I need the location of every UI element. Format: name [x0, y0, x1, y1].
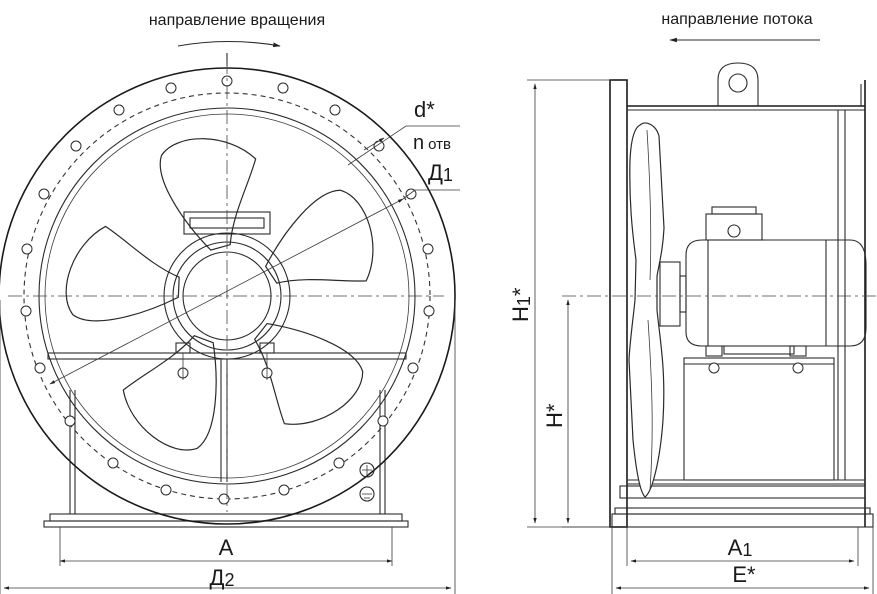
dimension-H — [562, 299, 612, 528]
side-blade-profile — [628, 122, 665, 498]
dimension-A — [59, 527, 393, 566]
dimension-E — [611, 527, 874, 594]
dimension-D1-label: Д1 — [428, 160, 453, 185]
side-motor — [659, 206, 867, 355]
dimension-H1 — [527, 79, 612, 528]
dimension-D1-line — [49, 198, 404, 385]
rotation-direction-caption: направление вращения — [149, 12, 325, 29]
dimension-D2-label: Д2 — [210, 565, 235, 590]
lifting-eye — [717, 62, 759, 106]
dimension-H-label: H* — [542, 403, 567, 428]
dimension-d-arrow — [363, 137, 385, 151]
dimension-d-label: d* — [414, 97, 435, 122]
impeller-blades — [61, 128, 394, 460]
rotation-direction-arrow — [177, 40, 281, 48]
front-view: направление вращения — [0, 12, 460, 594]
dimension-A-label: A — [219, 535, 234, 560]
flow-direction-caption: направление потока — [661, 11, 812, 28]
dimension-H1-label: H1* — [508, 287, 534, 322]
dimension-d-leader — [347, 125, 407, 166]
dimension-A1 — [626, 527, 859, 566]
side-motor-stand — [683, 345, 835, 481]
dimension-E-label: E* — [732, 562, 756, 587]
side-view: направление потока — [508, 11, 877, 594]
blade-3 — [224, 297, 374, 446]
side-casing — [609, 79, 874, 528]
dimension-D1-leader — [402, 189, 416, 200]
dimension-A1-label: A1 — [728, 535, 753, 560]
blade-5 — [61, 221, 188, 333]
blade-1 — [155, 128, 271, 257]
front-base-stand — [43, 390, 409, 528]
ground-terminal-icon — [359, 462, 375, 502]
dimension-D2 — [0, 300, 456, 594]
blade-4 — [109, 315, 246, 460]
